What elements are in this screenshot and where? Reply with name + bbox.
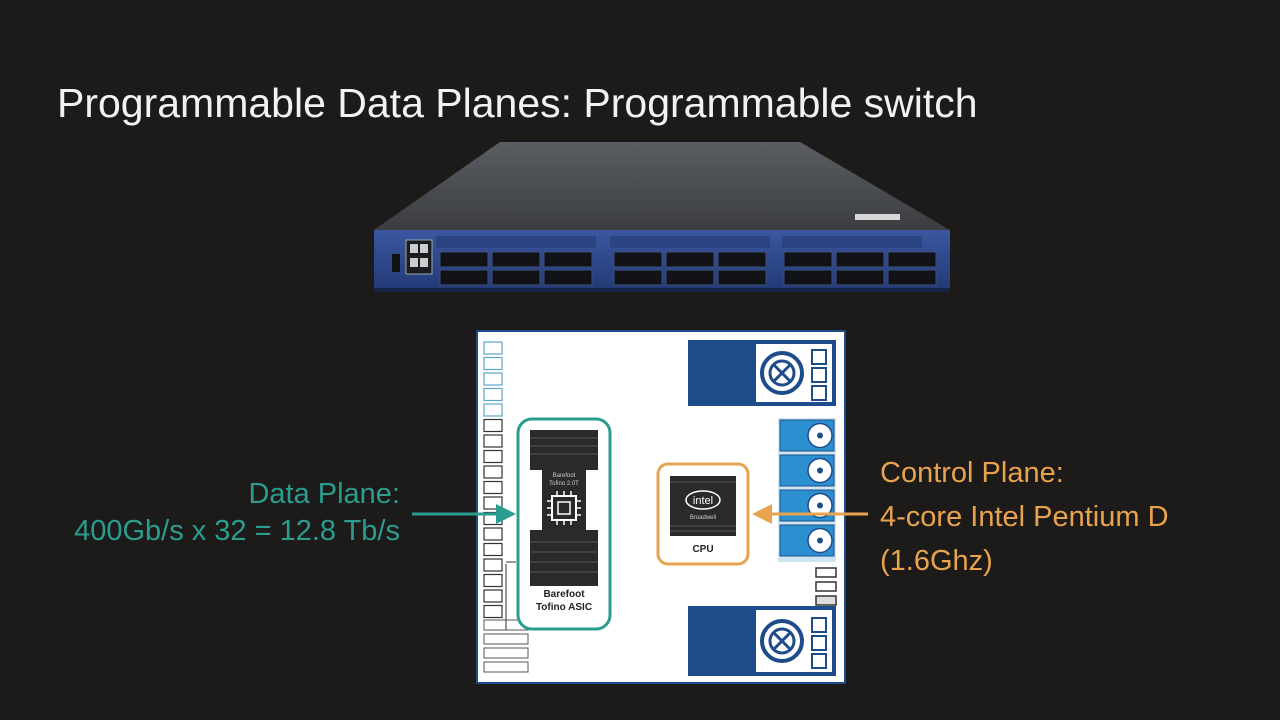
switch-port (543, 269, 593, 286)
switch-port (835, 251, 885, 268)
cpu-brand: intel (693, 495, 713, 507)
board-port (483, 542, 503, 557)
switch-port (887, 269, 937, 286)
data-plane-label: Data Plane: 400Gb/s x 32 = 12.8 Tb/s (74, 476, 400, 550)
switch-photo (374, 142, 950, 292)
port-column (483, 341, 529, 673)
board-port (483, 449, 503, 464)
board-port (483, 661, 529, 673)
slide-title: Programmable Data Planes: Programmable s… (57, 80, 978, 126)
switch-port (439, 251, 489, 268)
board-port (483, 604, 503, 619)
board-port (483, 372, 503, 386)
control-plane-label: Control Plane: 4-core Intel Pentium D (1… (880, 451, 1169, 583)
data-plane-heading: Data Plane: (248, 478, 400, 510)
board-port (483, 434, 503, 448)
board-port (483, 387, 503, 402)
board-diagram: Barefoot Tofino 2.0T Barefoot Tofino ASI… (476, 330, 846, 684)
asic-label-line2: Tofino ASIC (536, 602, 592, 613)
board-port (483, 403, 503, 417)
board-port (483, 480, 503, 495)
switch-port (835, 269, 885, 286)
switch-port (491, 269, 541, 286)
control-plane-detail: 4-core Intel Pentium D (880, 501, 1169, 533)
board-port (483, 558, 503, 572)
control-plane-clock: (1.6Ghz) (880, 545, 993, 577)
switch-port (665, 251, 715, 268)
board-port (483, 511, 503, 526)
chip-icon (547, 491, 581, 525)
cpu: intel Broadwell CPU (656, 462, 750, 566)
cpu-sub: Broadwell (690, 515, 716, 521)
board-port (483, 418, 503, 433)
psu-top (688, 340, 836, 406)
board-port (483, 647, 529, 659)
switch-port (543, 251, 593, 268)
switch-port (717, 269, 767, 286)
control-plane-heading: Control Plane: (880, 457, 1064, 489)
switch-port (439, 269, 489, 286)
switch-port (783, 251, 833, 268)
switch-port (717, 251, 767, 268)
asic-label-line1: Barefoot (543, 589, 585, 600)
board-port (483, 633, 529, 645)
fan-tray (778, 418, 836, 562)
board-port (483, 341, 503, 355)
asic-chip-top: Barefoot (553, 473, 576, 479)
switch-port (491, 251, 541, 268)
switch-port (613, 269, 663, 286)
asic: Barefoot Tofino 2.0T Barefoot Tofino ASI… (516, 417, 612, 631)
psu-bottom (688, 606, 836, 676)
switch-port (887, 251, 937, 268)
data-plane-detail: 400Gb/s x 32 = 12.8 Tb/s (74, 515, 400, 547)
switch-port (783, 269, 833, 286)
board-port (483, 589, 503, 603)
cpu-label: CPU (692, 544, 713, 555)
switch-port (613, 251, 663, 268)
board-port (483, 527, 503, 541)
board-port (483, 465, 503, 479)
switch-port (665, 269, 715, 286)
asic-chip-model: Tofino 2.0T (549, 481, 579, 487)
board-port (483, 356, 503, 371)
board-port (483, 573, 503, 588)
board-port (483, 496, 503, 510)
